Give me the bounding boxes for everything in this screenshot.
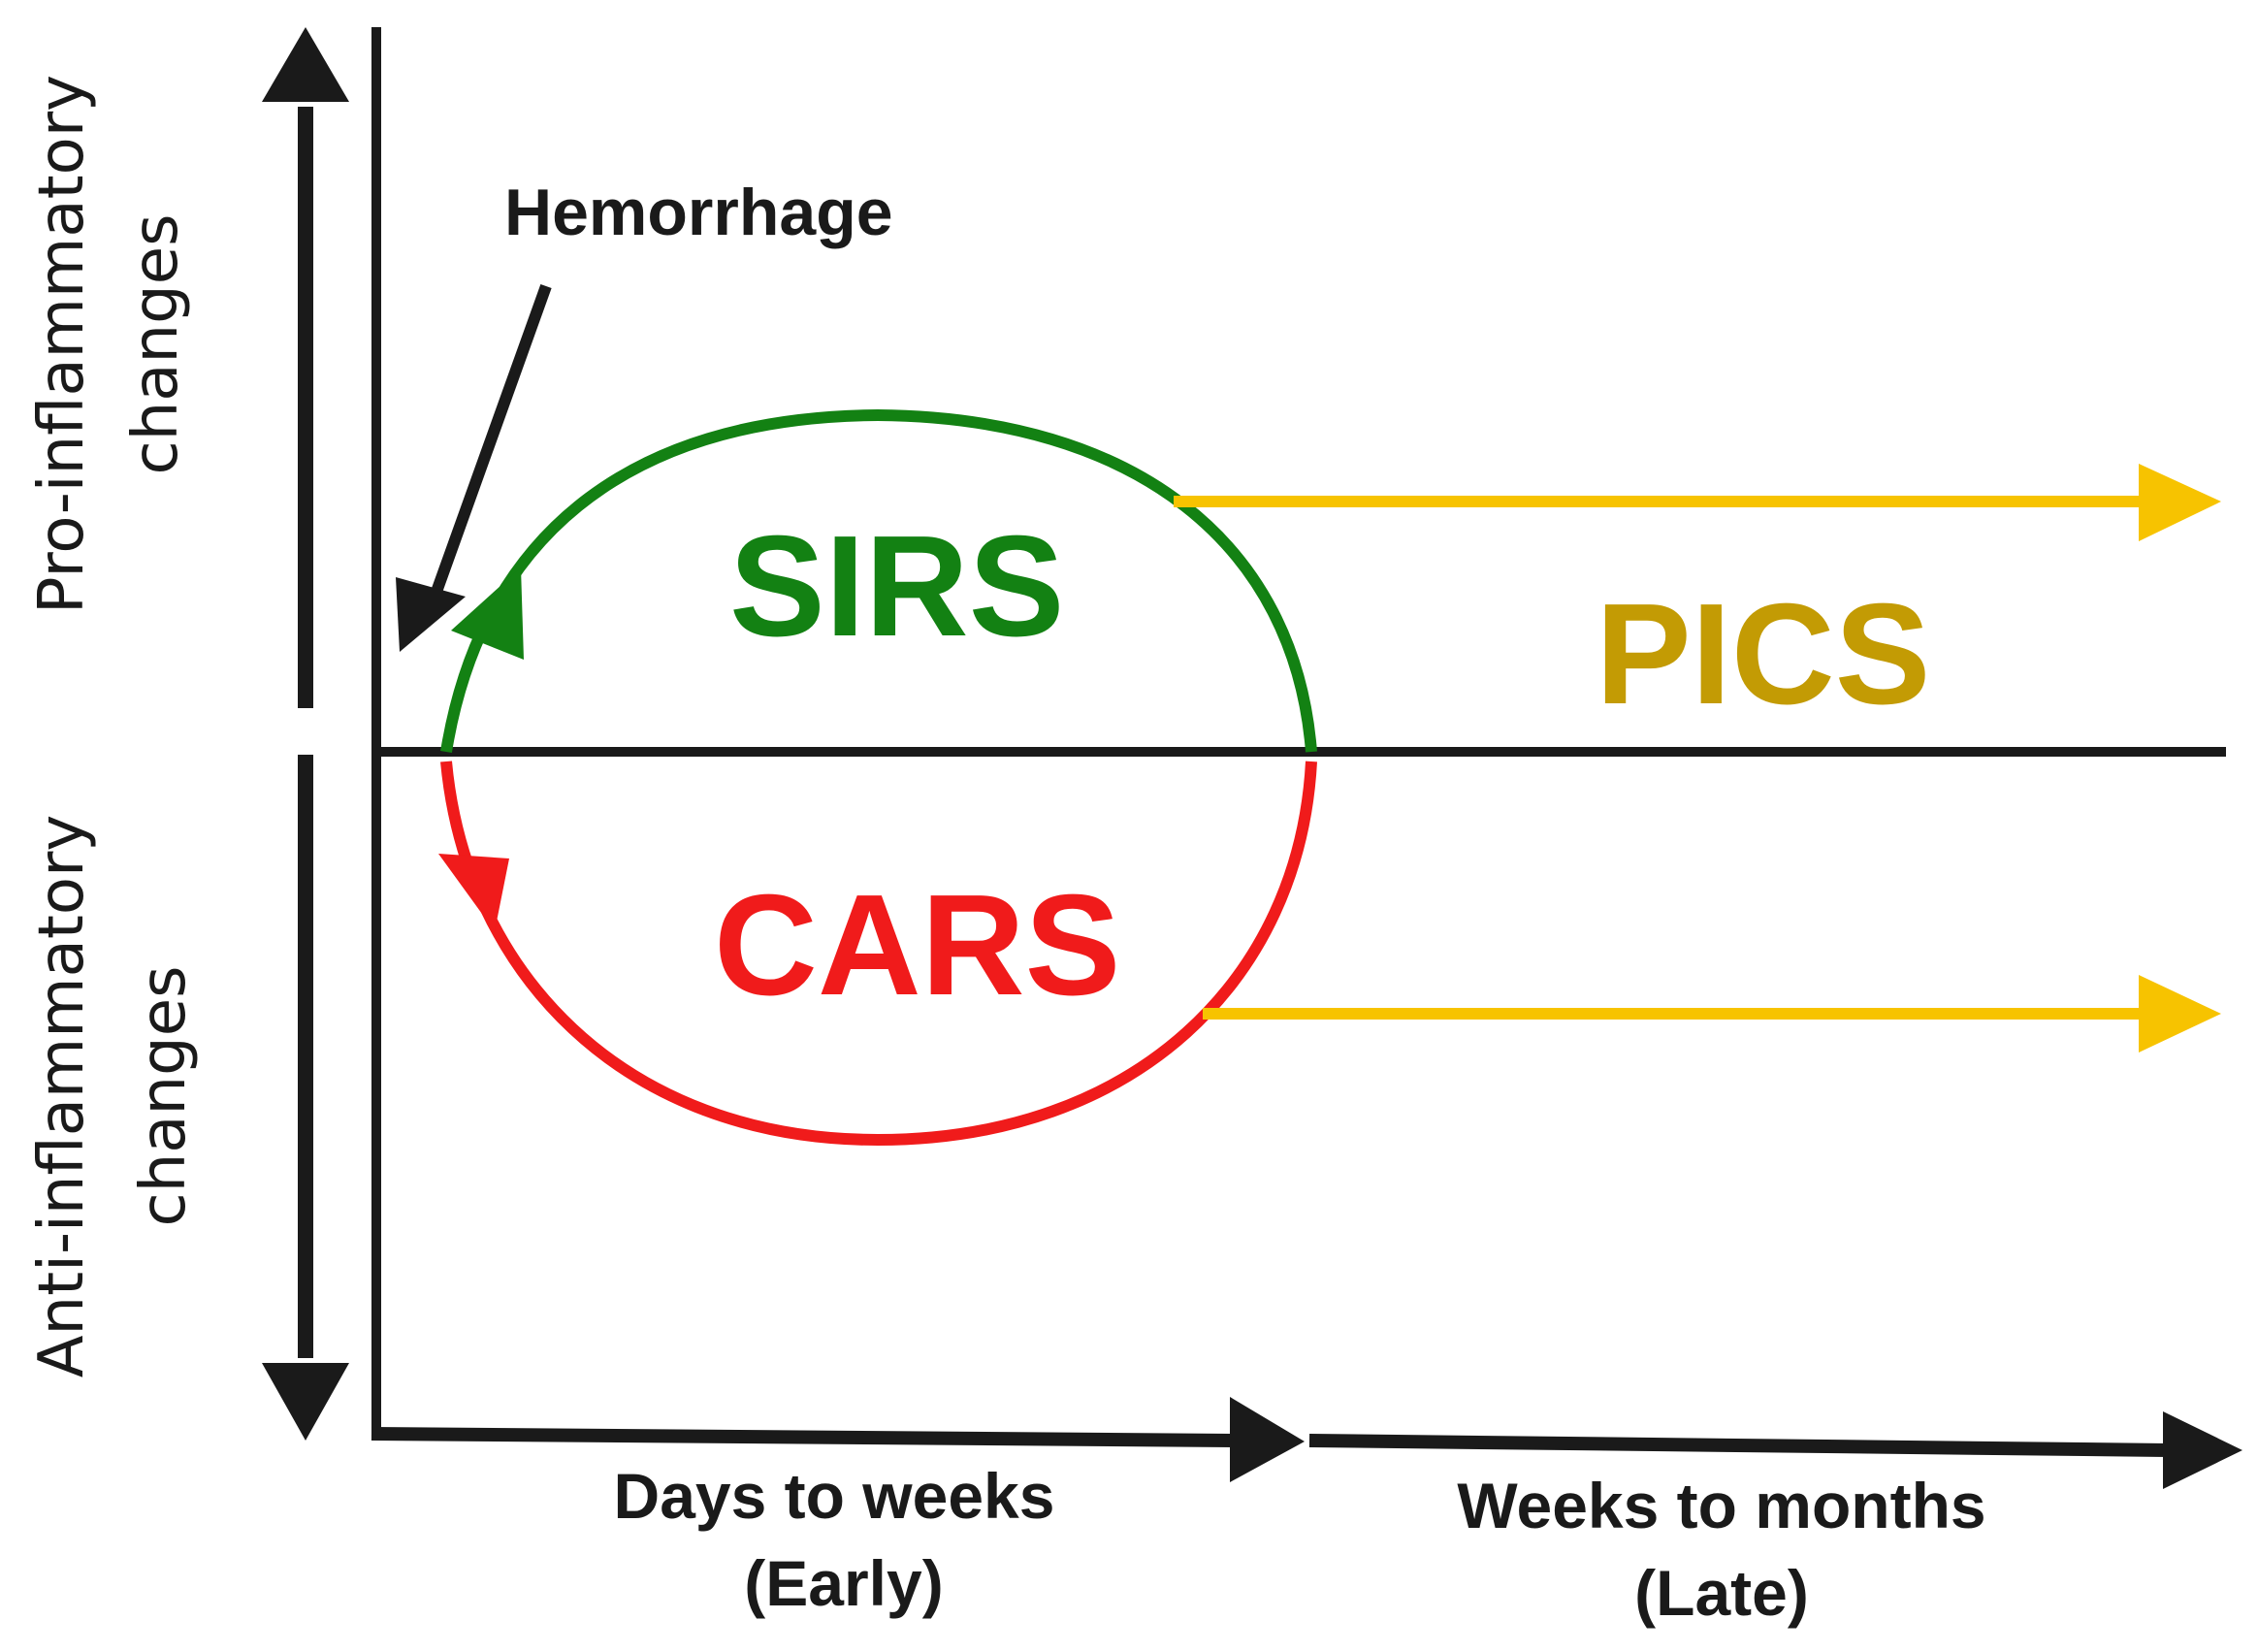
pro-inflammatory-label-group: Pro-inflammatory [26, 75, 98, 614]
anti-inflammatory-line2: changes [128, 966, 200, 1227]
pro-inflammatory-label-group-2: changes [120, 214, 192, 475]
pics-upper-arrow [1174, 464, 2221, 541]
sirs-arrowhead [451, 567, 524, 660]
hemorrhage-label: Hemorrhage [504, 176, 893, 249]
early-label-line1: Days to weeks [614, 1460, 1055, 1532]
anti-inflammatory-label-group: Anti-inflammatory [26, 815, 98, 1378]
cars-arrowhead [438, 854, 509, 931]
late-label-line1: Weeks to months [1457, 1470, 1985, 1541]
pics-label: PICS [1596, 574, 1930, 734]
cars-label: CARS [714, 865, 1120, 1025]
late-time-arrow [1308, 1411, 2242, 1489]
early-label-line2: (Early) [744, 1547, 943, 1619]
cars-arc [440, 761, 1317, 1147]
anti-inflammatory-label-group-2: changes [128, 966, 200, 1227]
pro-inflammatory-arrow [262, 27, 349, 708]
hemorrhage-arrow [396, 283, 552, 652]
anti-inflammatory-arrow [262, 755, 349, 1441]
pro-inflammatory-line2: changes [120, 214, 192, 475]
sirs-label: SIRS [729, 506, 1064, 666]
early-time-arrow [371, 1397, 1305, 1482]
pro-inflammatory-line1: Pro-inflammatory [26, 75, 98, 614]
pics-lower-arrow [1203, 975, 2221, 1053]
anti-inflammatory-line1: Anti-inflammatory [26, 815, 98, 1378]
late-label-line2: (Late) [1634, 1557, 1809, 1629]
